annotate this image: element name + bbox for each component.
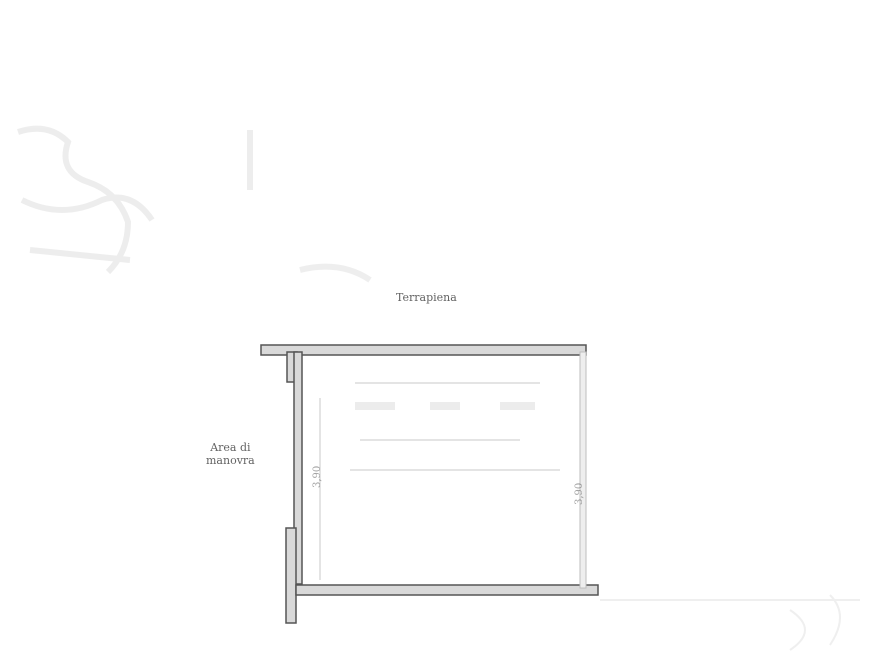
left-dimension: 3,90 xyxy=(312,465,323,488)
left-area-label: Area di manovra xyxy=(206,441,255,467)
top-wall xyxy=(260,344,587,356)
left-area-label-line1: Area di xyxy=(210,441,251,454)
left-wall-inner xyxy=(293,351,303,585)
right-dimension: 3,90 xyxy=(574,482,585,505)
inner-dimension-lines xyxy=(319,382,560,580)
left-area-label-line2: manovra xyxy=(206,454,255,467)
left-wall-lower xyxy=(285,527,297,624)
right-wall xyxy=(579,351,587,589)
top-area-label: Terrapiena xyxy=(396,291,457,304)
bottom-wall xyxy=(295,584,599,596)
faint-inner-text xyxy=(355,402,535,410)
